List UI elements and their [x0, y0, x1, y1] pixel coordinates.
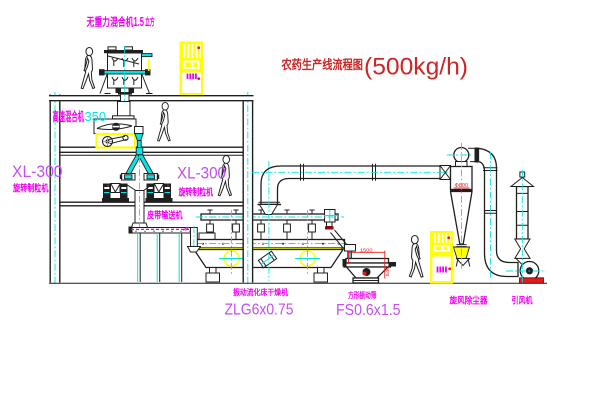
label-gravity-mixer-size: 1.5	[134, 15, 145, 29]
label-high-speed-mixer: 高速混合机	[53, 109, 85, 124]
granulator-feed-valve-left	[119, 173, 136, 181]
title-zh: 农药生产线流程图	[281, 57, 363, 72]
square-vibrating-sieve: 1500 540	[330, 229, 396, 284]
dryer-target-circle-left	[219, 210, 244, 274]
sieve-shaft	[388, 262, 396, 267]
dim-540: 540	[385, 266, 390, 277]
dryer-right-exhaust	[324, 209, 338, 230]
duct-flanges	[300, 163, 376, 181]
label-xl300-right: XL-300	[177, 165, 226, 183]
high-speed-mixer	[93, 101, 144, 149]
dryer-feet	[205, 267, 328, 283]
label-belt-conveyor: 皮带输送机	[146, 210, 183, 222]
label-gravity-mixer-unit: 立方	[145, 16, 155, 29]
label-dryer: 振动流化床干燥机	[233, 287, 288, 297]
label-fan: 引风机	[512, 295, 533, 306]
dim-1500: 1500	[360, 248, 373, 254]
cabinet1-red-dot	[197, 77, 201, 80]
label-gravity-mixer: 无重力混合机	[86, 15, 134, 29]
labels: 农药生产线流程图 (500kg/h) 无重力混合机 1.5 立方 高速混合机 3…	[12, 15, 533, 320]
roof-beam	[49, 94, 254, 102]
hs-mixer-outlet-box	[134, 126, 144, 134]
title-capacity: (500kg/h)	[364, 54, 468, 81]
cyclone-separator: Φ800	[447, 143, 479, 270]
label-sieve-model: FS0.6x1.5	[336, 302, 401, 319]
column-right	[242, 92, 254, 284]
gravity-mixer-side-stub	[141, 53, 153, 58]
cabinet2-label-marks	[436, 266, 447, 273]
conveyor-legs	[137, 233, 183, 282]
granulation-level	[102, 147, 173, 228]
label-dryer-model: ZLG6x0.75	[225, 302, 294, 319]
duct-run	[260, 165, 450, 206]
hs-mixer-feed-pipe	[117, 101, 131, 117]
sieve-inlet-box	[344, 244, 356, 252]
label-cyclone: 旋风除尘器	[449, 295, 489, 306]
cabinet2-red-dot	[448, 267, 452, 271]
dryer-discharge-chute	[330, 229, 348, 249]
label-granulator-left: 旋转制粒机	[12, 183, 49, 195]
fan-base	[519, 277, 544, 284]
dryer-vibration-motor	[257, 250, 278, 269]
dryer-spring-mounts	[206, 220, 316, 240]
floor-beam-2	[60, 146, 243, 156]
dryer-rail-studs	[207, 209, 315, 214]
fan-and-stack	[477, 147, 546, 284]
hs-mixer-outlet-pipe	[136, 140, 142, 149]
control-cabinet-ground	[430, 231, 453, 284]
label-high-speed-mixer-model: 350	[85, 109, 107, 124]
cabinet1-label-marks	[186, 73, 197, 79]
person-ground	[408, 235, 424, 278]
belt-conveyor	[128, 226, 202, 282]
dryer-left-end-plate	[198, 232, 216, 240]
granulator-right	[142, 183, 173, 202]
dryer-target-circle-right	[295, 210, 320, 274]
floor-beam-3	[60, 201, 243, 207]
label-granulator-right: 旋转制粒机	[178, 187, 214, 199]
dryer-feed-box	[183, 226, 202, 253]
cabinet2-red-dot-top	[447, 236, 451, 240]
cyclone-discharge-cone	[455, 258, 471, 267]
label-sieve: 方形振动筛	[348, 290, 377, 300]
granulator-left	[102, 183, 137, 202]
building-frame	[49, 92, 243, 284]
column-left	[49, 92, 61, 284]
cyclone-outlet-pipe	[477, 147, 519, 278]
person-level2	[157, 102, 171, 142]
conveyor-rollers	[135, 230, 191, 233]
person-roof	[80, 46, 96, 90]
fan-inlet-transition	[513, 238, 531, 259]
control-cabinet-roof	[179, 41, 203, 95]
sieve-dimensions: 1500 540	[348, 248, 390, 279]
sieve-deck-top	[345, 257, 390, 264]
granulator-feed-valve-right	[143, 173, 160, 181]
label-xl300-left: XL-300	[12, 163, 63, 181]
cyclone-cone	[449, 190, 473, 245]
cabinet1-red-dot-top	[197, 46, 201, 50]
